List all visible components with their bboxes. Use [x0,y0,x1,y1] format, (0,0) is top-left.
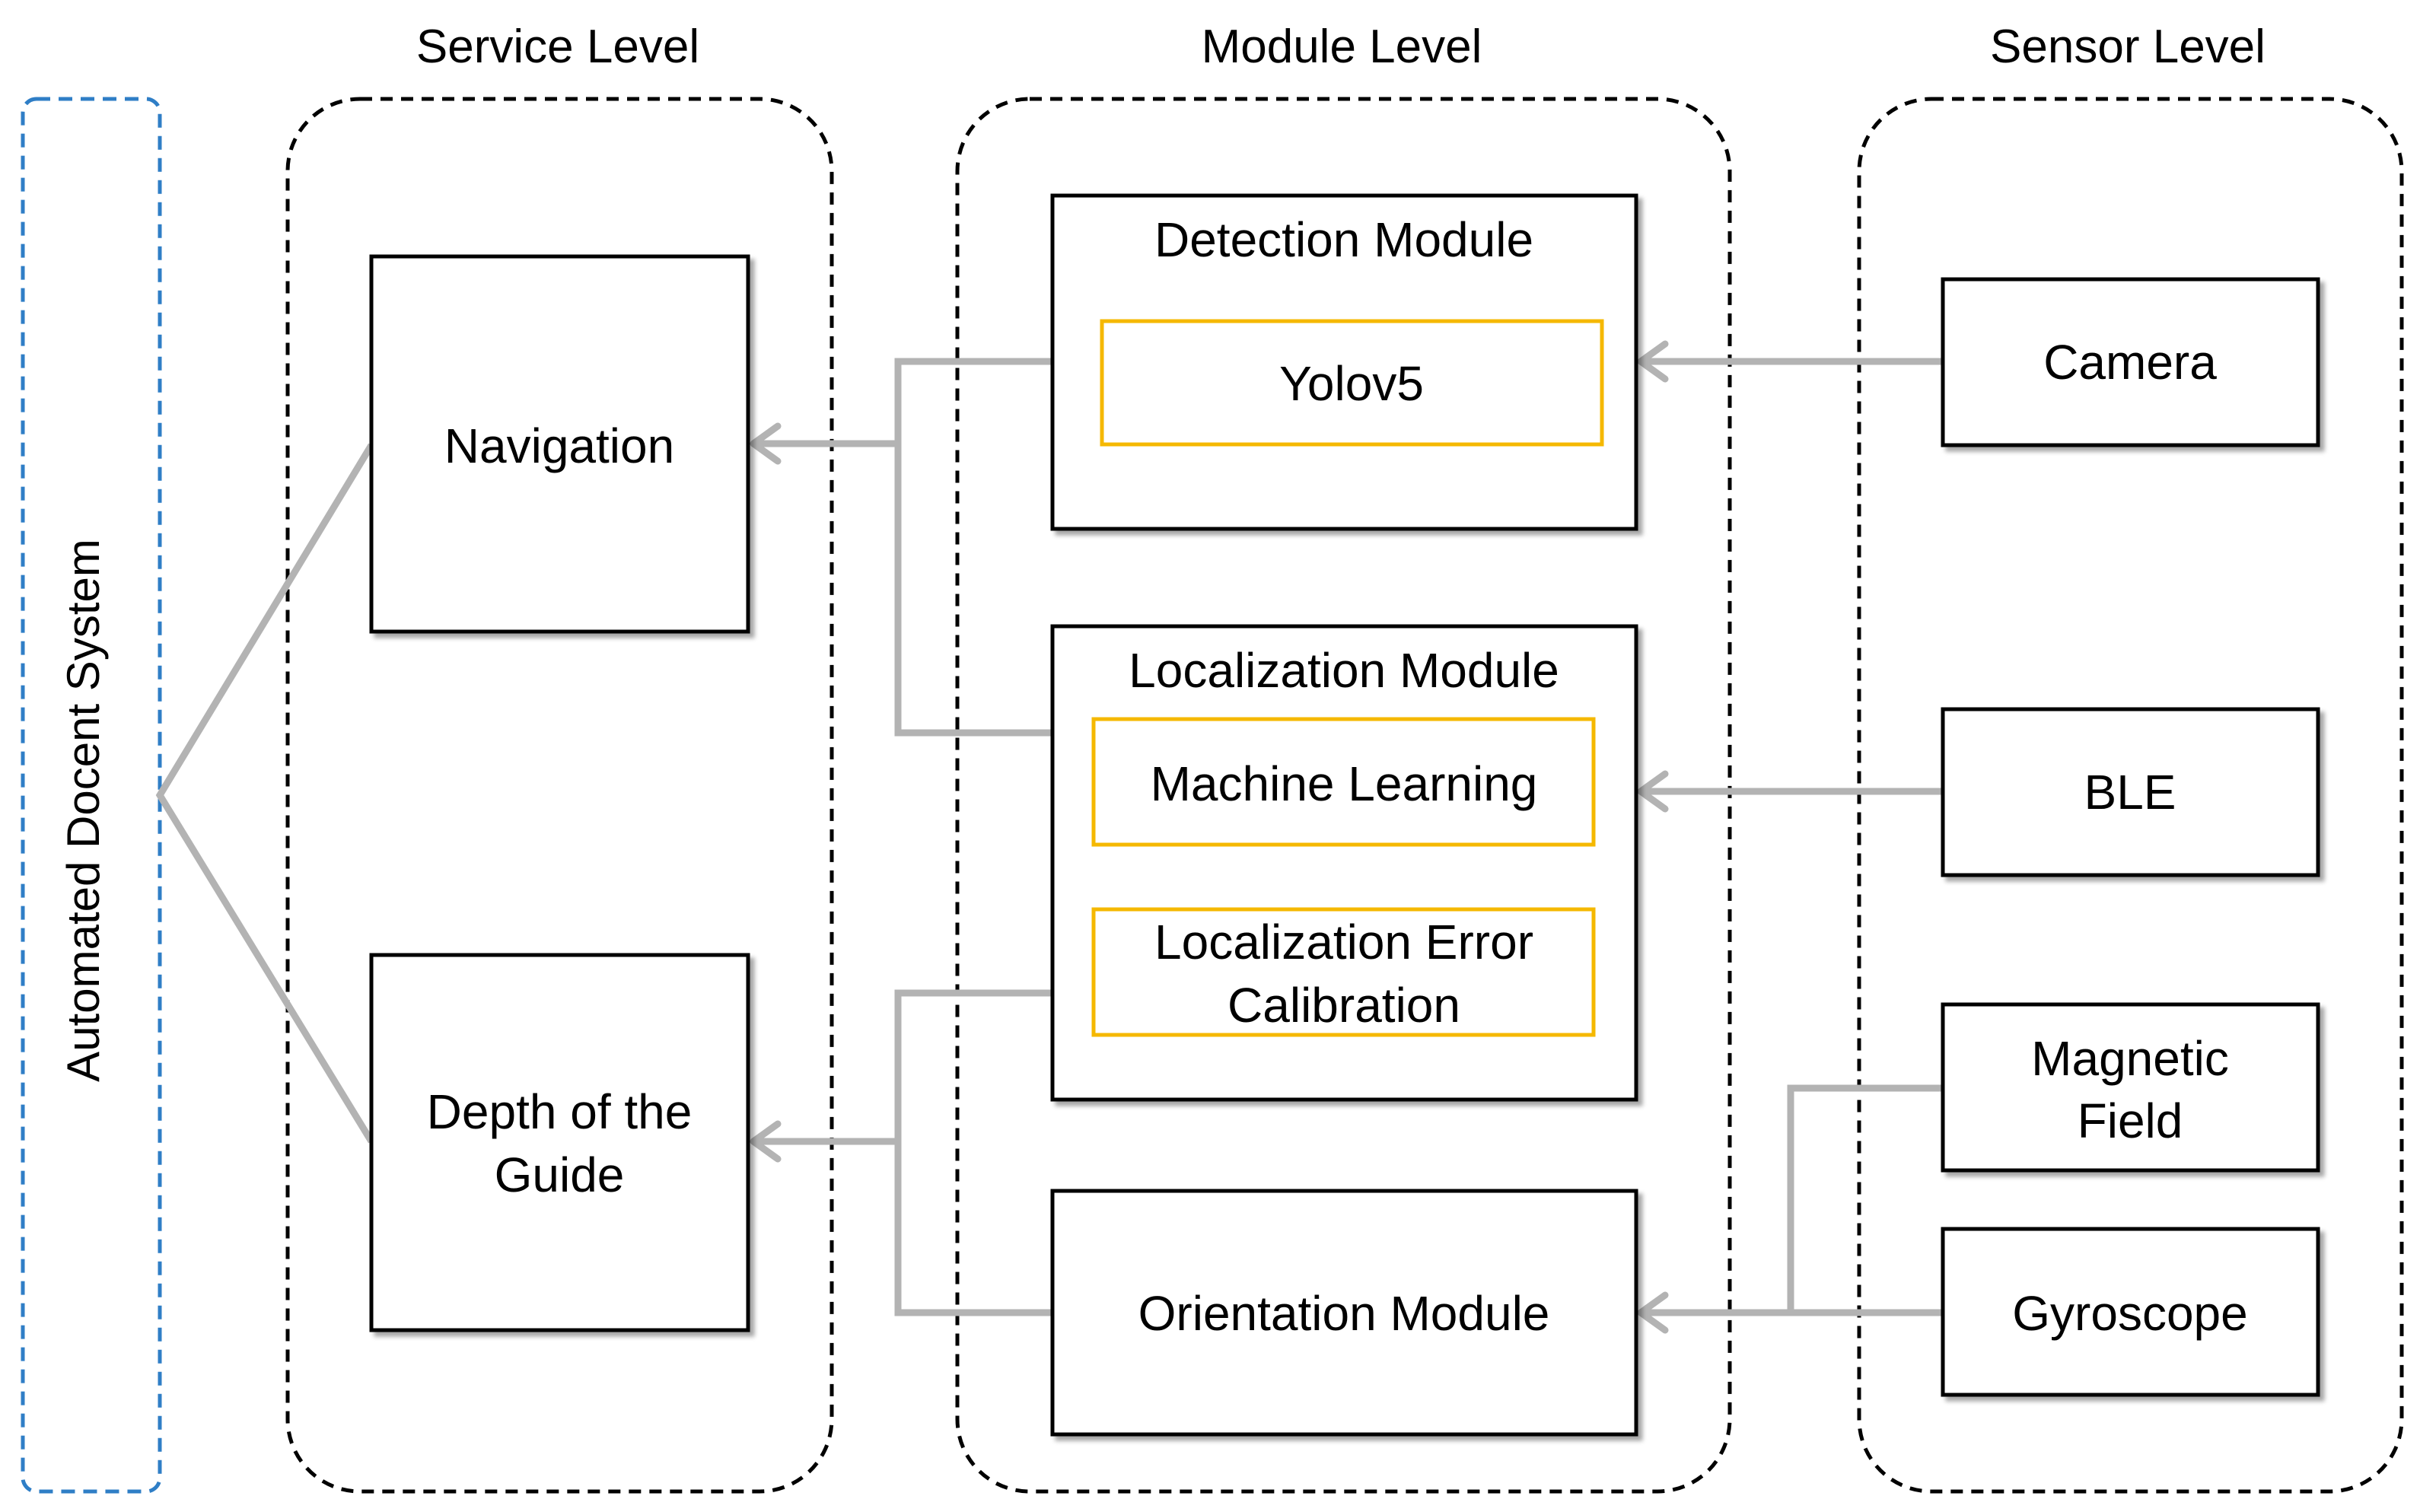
depth-of-guide-box [369,953,750,1332]
service-level-group [285,97,834,1494]
depth-of-guide-label-line2: Guide [495,1148,625,1202]
navigation-arrowhead [750,422,782,465]
camera-box [1941,277,2320,447]
error-calibration-label-line2: Calibration [1228,978,1460,1033]
service-level-heading: Service Level [416,21,699,73]
machine-learning-box [1091,717,1596,847]
orientation-arrowhead [1637,1291,1669,1334]
ble-box [1941,707,2320,877]
localization-arrowhead [1637,770,1669,813]
system-label: Automated Docent System [58,539,109,1082]
depth-arrowhead [750,1120,782,1163]
gyroscope-label: Gyroscope [2012,1286,2247,1341]
gyroscope-box [1941,1227,2320,1397]
camera-label: Camera [2043,335,2217,390]
magnetic-field-label-line2: Field [2078,1093,2183,1148]
navigation-box [369,254,750,634]
yolov5-label: Yolov5 [1279,356,1424,411]
sensor-level-heading: Sensor Level [1990,21,2266,73]
machine-learning-label: Machine Learning [1151,756,1538,811]
localization-orientation-bracket [894,989,1052,1316]
navigation-label: Navigation [444,419,674,473]
detection-localization-bracket [894,358,1052,737]
orientation-module-box [1050,1189,1638,1437]
orientation-module-label: Orientation Module [1138,1286,1550,1341]
module-level-heading: Module Level [1202,21,1482,73]
detection-arrowhead [1637,340,1669,383]
magnetic-field-label-line1: Magnetic [2031,1031,2229,1086]
system-branch-connector [155,443,374,1144]
connectors [155,340,1943,1334]
localization-module-title: Localization Module [1129,643,1559,698]
yolov5-box [1100,319,1604,447]
error-calibration-label-line1: Localization Error [1154,915,1533,969]
ble-label: BLE [2084,765,2176,820]
magnetic-connector [1787,1084,1943,1313]
error-calibration-box [1091,907,1596,1037]
sensor-level-group [1857,97,2404,1494]
detection-module-title: Detection Module [1154,212,1533,267]
system-container [21,97,162,1494]
module-level-group [955,97,1732,1494]
magnetic-field-box [1941,1002,2320,1173]
depth-of-guide-label-line1: Depth of the [427,1084,693,1139]
